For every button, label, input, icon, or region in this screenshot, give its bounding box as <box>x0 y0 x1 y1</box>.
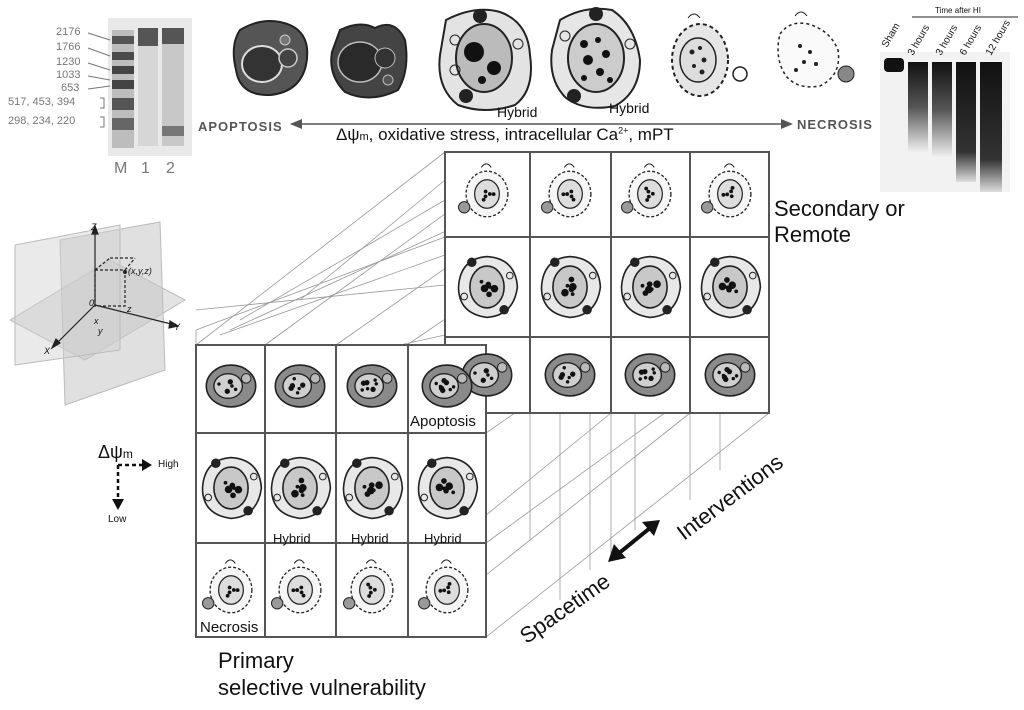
selective-line: selective vulnerability <box>218 675 426 700</box>
high-label: High <box>158 459 179 470</box>
axis-text: , oxidative stress, intracellular Ca <box>368 125 619 144</box>
front-grid-cell <box>271 559 322 614</box>
front-grid-cell <box>418 559 469 614</box>
front-grid-cell <box>346 364 398 408</box>
hybrid-label: Hybrid <box>497 104 538 120</box>
front-grid-cell <box>201 456 263 520</box>
low-arrow-icon <box>112 499 124 510</box>
axis-y-label: Y <box>174 322 181 332</box>
front-grid-cell <box>342 456 404 520</box>
back-grid-cell <box>700 255 762 319</box>
back-grid-cell <box>621 163 672 218</box>
hybrid-cell-label: Hybrid <box>273 531 311 546</box>
front-grid-cell <box>270 456 332 520</box>
ly-label: y <box>98 326 103 336</box>
gel-marker-label: 517, 453, 394 <box>8 96 76 108</box>
cell-illustration <box>671 13 748 97</box>
gel-marker-label: 298, 234, 220 <box>8 115 76 127</box>
cell-illustration <box>232 20 309 97</box>
low-label: Low <box>108 514 127 525</box>
primary-title: Primary selective vulnerability <box>218 647 426 701</box>
secondary-line: Secondary or <box>774 196 905 221</box>
membrane-key-label: Δψm <box>98 442 133 463</box>
lz-label: z <box>127 304 132 314</box>
primary-line: Primary <box>218 648 294 673</box>
apoptosis-cell-label: Apoptosis <box>410 413 476 430</box>
back-grid-cell <box>544 353 596 397</box>
right-gel-title: Time after HI <box>935 6 981 15</box>
front-grid-cell <box>421 364 473 408</box>
necrosis-cell-label: Necrosis <box>200 619 259 636</box>
back-grid-cell <box>458 163 509 218</box>
axis-z-label: Z <box>91 222 97 232</box>
axis-x-label: X <box>44 346 51 356</box>
delta-psi-sub: m <box>359 131 369 143</box>
apoptosis-label: APOPTOSIS <box>198 119 283 134</box>
key-psi: Δψ <box>98 442 123 462</box>
gel-lane-label: 1 <box>141 160 150 177</box>
back-grid-cell <box>701 163 752 218</box>
front-grid-cell <box>202 559 253 614</box>
back-grid-cell <box>624 353 676 397</box>
back-grid-cell <box>620 255 682 319</box>
cell-illustration <box>777 11 855 88</box>
front-grid-cell <box>205 364 257 408</box>
high-arrow-icon <box>142 459 152 471</box>
axis-text-end: , mPT <box>628 125 674 144</box>
gel-marker-label: 1766 <box>56 41 81 53</box>
back-grid-cell <box>540 255 602 319</box>
key-psi-sub: m <box>122 447 133 461</box>
gel-marker-label: 653 <box>61 82 80 94</box>
back-grid-cell <box>704 353 756 397</box>
front-grid-cell <box>274 364 326 408</box>
spectrum-axis-label: Δψm, oxidative stress, intracellular Ca2… <box>336 125 674 145</box>
necrosis-label: NECROSIS <box>797 117 873 132</box>
delta-psi: Δψ <box>336 125 360 144</box>
cell-illustration <box>550 7 642 109</box>
back-grid-cell <box>541 163 592 218</box>
hybrid-cell-label: Hybrid <box>424 531 462 546</box>
hybrid-cell-label: Hybrid <box>351 531 389 546</box>
front-grid-cell <box>417 456 479 520</box>
gel-marker-label: 2176 <box>56 26 81 38</box>
gel-lane-label: M <box>114 160 128 177</box>
calcium-charge: 2+ <box>618 125 629 136</box>
hybrid-label: Hybrid <box>609 100 650 116</box>
gel-lane-label: 2 <box>166 160 175 177</box>
origin-label: 0 <box>89 298 95 308</box>
cell-illustration <box>330 23 408 99</box>
lx-label: x <box>94 316 99 326</box>
remote-line: Remote <box>774 222 852 247</box>
back-grid-cell <box>461 353 513 397</box>
cell-illustration <box>438 8 532 111</box>
gel-marker-label: 1230 <box>56 56 81 68</box>
gel-marker-label: 1033 <box>56 69 81 81</box>
front-grid-cell <box>343 559 394 614</box>
secondary-remote-title: Secondary or Remote <box>774 196 905 248</box>
back-grid-cell <box>457 255 519 319</box>
point-label: (x,y,z) <box>128 266 152 276</box>
